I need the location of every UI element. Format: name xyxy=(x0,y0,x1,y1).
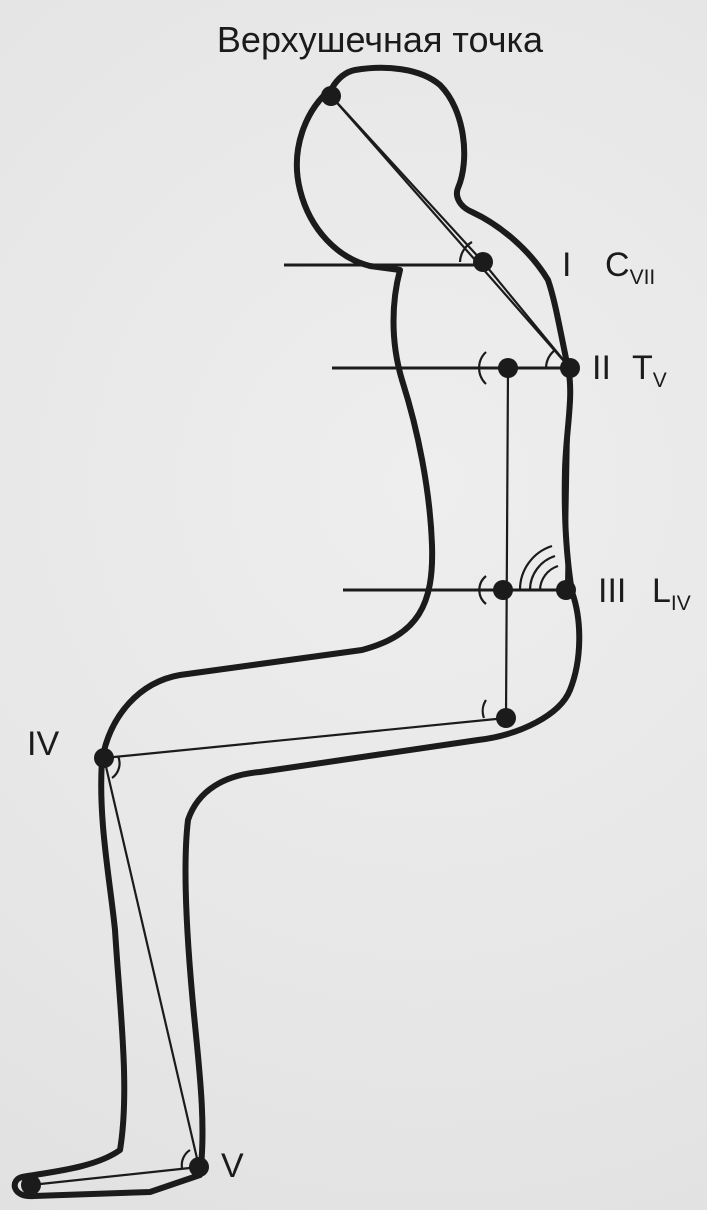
label-ii-vertebra: TV xyxy=(632,349,667,392)
point-iii-inner xyxy=(493,580,513,600)
point-toe xyxy=(21,1175,41,1195)
point-i xyxy=(473,252,493,272)
body-outline xyxy=(15,68,580,1196)
diagram-title: Верхушечная точка xyxy=(217,19,544,60)
angle-arcs xyxy=(112,242,558,1168)
label-iv-roman: IV xyxy=(27,725,59,763)
point-iii xyxy=(556,580,576,600)
label-iii-vertebra: LIV xyxy=(652,572,691,615)
point-hip xyxy=(496,708,516,728)
label-ii-vertebra-sub: V xyxy=(653,369,667,392)
label-i-roman: I xyxy=(562,246,571,284)
point-ii-inner xyxy=(498,358,518,378)
label-i-vertebra-letter: C xyxy=(605,246,630,284)
label-ii-vertebra-letter: T xyxy=(632,349,653,387)
measurement-points xyxy=(21,86,580,1195)
label-ii-roman: II xyxy=(592,349,611,387)
label-i-vertebra-sub: VII xyxy=(630,266,656,289)
label-v-roman: V xyxy=(221,1147,244,1185)
point-iv xyxy=(94,748,114,768)
vertex-point xyxy=(321,86,341,106)
label-i-vertebra: CVII xyxy=(605,246,655,289)
point-v xyxy=(189,1157,209,1177)
label-iii-roman: III xyxy=(598,572,626,610)
label-iii-vertebra-sub: IV xyxy=(671,592,691,615)
point-ii xyxy=(560,358,580,378)
label-iii-vertebra-letter: L xyxy=(652,572,671,610)
